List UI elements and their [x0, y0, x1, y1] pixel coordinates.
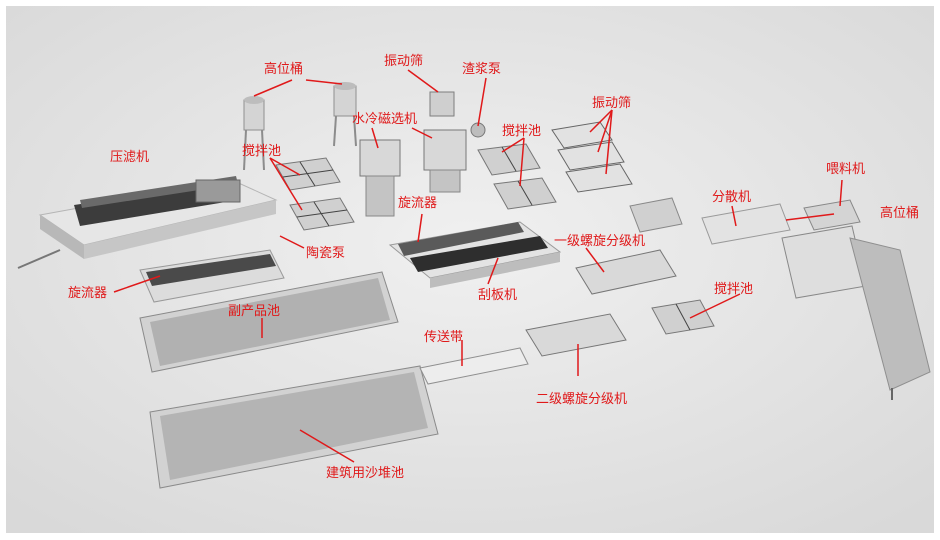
magnetic-separator-units — [359, 91, 486, 217]
label-high-tank-right: 高位桶 — [880, 206, 920, 221]
construction-sand-pool — [149, 365, 439, 489]
label-high-tank-left: 高位桶 — [264, 62, 304, 77]
vibrating-screen-right-units — [551, 121, 633, 193]
high-tank-pair-left — [243, 82, 357, 171]
label-cyclone-left: 旋流器 — [68, 286, 108, 301]
byproduct-pool — [139, 271, 399, 373]
conveyor-belt — [419, 347, 529, 385]
label-conveyor-belt: 传送带 — [424, 330, 464, 345]
label-water-cooled-magnetic-separator: 水冷磁选机 — [352, 112, 418, 127]
cyclone-left-unit — [139, 249, 285, 303]
mixing-tank-pair-center — [477, 143, 557, 210]
label-mixing-tank-right: 搅拌池 — [714, 282, 754, 297]
label-vibrating-screen-right: 振动筛 — [592, 96, 632, 111]
label-mixing-tank-left: 搅拌池 — [242, 144, 282, 159]
label-primary-spiral-classifier: 一级螺旋分级机 — [554, 234, 646, 249]
label-ceramic-pump: 陶瓷泵 — [306, 246, 346, 261]
label-feeder: 喂料机 — [826, 162, 866, 177]
press-filter-unit — [17, 176, 278, 269]
label-disperser: 分散机 — [712, 190, 752, 205]
cyclone-center-unit — [388, 221, 562, 288]
label-byproduct-pool: 副产品池 — [228, 304, 281, 319]
label-secondary-spiral-classifier: 二级螺旋分级机 — [536, 392, 628, 407]
mixing-tank-right — [651, 299, 715, 335]
label-slurry-pump: 渣浆泵 — [462, 62, 502, 77]
label-press-filter: 压滤机 — [110, 150, 150, 165]
label-scraper: 刮板机 — [478, 288, 518, 303]
label-cyclone-center: 旋流器 — [398, 196, 438, 211]
spiral-classifiers — [525, 249, 677, 357]
label-construction-sand-pool: 建筑用沙堆池 — [326, 466, 405, 481]
label-mixing-tank-center: 搅拌池 — [502, 124, 542, 139]
label-leader-lines — [113, 69, 843, 463]
label-vibrating-screen-top: 振动筛 — [384, 54, 424, 69]
